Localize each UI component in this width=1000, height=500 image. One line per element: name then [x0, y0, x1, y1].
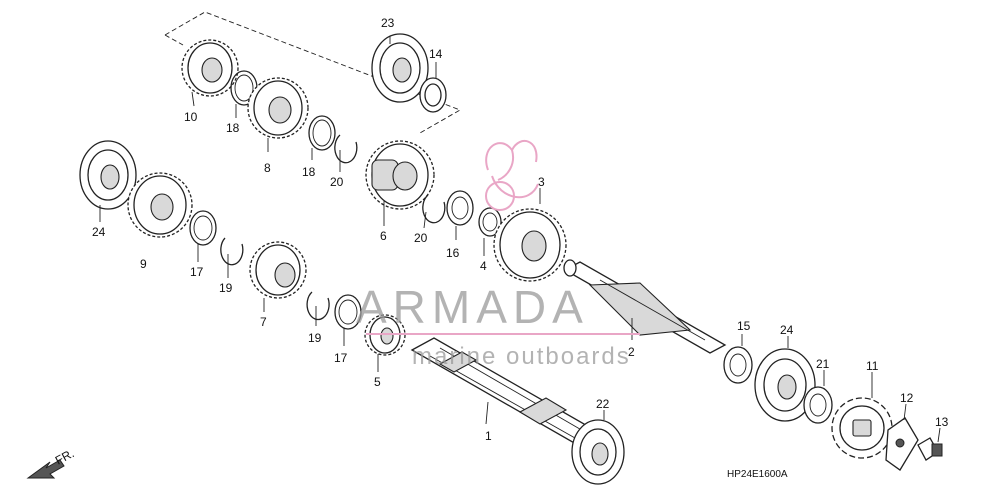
callout-17-lower: 17	[334, 351, 348, 365]
snap-ring-part-20-lower	[422, 194, 446, 224]
seal-part-21	[803, 386, 833, 424]
gear-part-3	[493, 208, 567, 282]
callout-18-lower: 18	[302, 165, 316, 179]
washer-part-14	[419, 77, 447, 113]
callout-13: 13	[935, 415, 949, 429]
callout-22: 22	[596, 397, 610, 411]
callout-3: 3	[538, 175, 545, 189]
bushing-part-4	[478, 207, 502, 237]
callout-14: 14	[429, 47, 443, 61]
gear-part-8	[247, 77, 309, 139]
bolt-part-13	[917, 437, 943, 461]
snap-ring-part-20-upper	[334, 134, 358, 164]
callout-20-upper: 20	[330, 175, 344, 189]
callout-7: 7	[260, 315, 267, 329]
shaft-part-1	[410, 337, 600, 445]
snap-ring-part-19-lower	[306, 291, 330, 321]
watermark-logo-icon	[485, 139, 539, 211]
callout-24-right: 24	[780, 323, 794, 337]
washer-part-16	[446, 190, 474, 226]
gear-part-7	[249, 241, 307, 299]
plate-part-12	[885, 417, 919, 471]
callout-8: 8	[264, 161, 271, 175]
shaft-part-2	[563, 259, 727, 354]
callout-10: 10	[184, 110, 198, 124]
drawing-code: HP24E1600A	[727, 469, 788, 480]
callout-5: 5	[374, 375, 381, 389]
part-callouts: 1 2 3 4 5 6 7 8 9 10 11 12 13 14 15 16 1…	[92, 16, 949, 443]
bearing-part-24-left	[79, 140, 137, 210]
snap-ring-part-19-upper	[220, 237, 244, 266]
callout-6: 6	[380, 229, 387, 243]
callout-16: 16	[446, 246, 460, 260]
watermark-tagline: marine outboards	[412, 343, 631, 370]
washer-part-15	[723, 346, 753, 384]
callout-21: 21	[816, 357, 830, 371]
callout-17-upper: 17	[190, 265, 204, 279]
leader-lines	[99, 36, 941, 443]
callout-4: 4	[480, 259, 487, 273]
callout-9: 9	[140, 257, 147, 271]
gear-part-10	[181, 39, 239, 97]
callout-11: 11	[866, 359, 879, 373]
bearing-part-22	[571, 419, 625, 485]
callout-24-left: 24	[92, 225, 106, 239]
callout-20-lower: 20	[414, 231, 428, 245]
callout-2: 2	[628, 345, 635, 359]
gear-part-9	[127, 172, 193, 238]
callout-1: 1	[485, 429, 492, 443]
watermark-brand: ARMADA	[356, 281, 589, 333]
washer-part-17-lower	[334, 294, 362, 330]
callout-12: 12	[900, 391, 914, 405]
front-direction-arrow: FR.	[26, 446, 76, 479]
bearing-part-24-right	[754, 348, 816, 422]
callout-19-upper: 19	[219, 281, 233, 295]
washer-part-17-upper	[189, 210, 217, 246]
sprocket-part-11	[831, 397, 893, 459]
callout-18-upper: 18	[226, 121, 240, 135]
callout-19-lower: 19	[308, 331, 322, 345]
gear-part-6	[365, 140, 435, 210]
callout-15: 15	[737, 319, 751, 333]
callout-23: 23	[381, 16, 395, 30]
group-bracket	[164, 11, 462, 134]
circlip-part-18-middle	[308, 115, 336, 151]
bearing-part-23	[371, 33, 429, 103]
watermark: ARMADA marine outboards	[356, 139, 640, 370]
